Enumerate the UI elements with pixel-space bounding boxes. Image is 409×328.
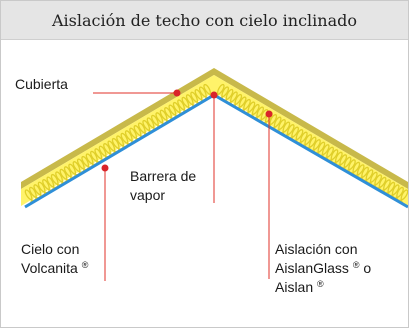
diagram-title: Aislación de techo con cielo inclinado (51, 10, 358, 30)
marker-aislacion (265, 110, 273, 118)
label-barrera-line1: Barrera de (130, 168, 196, 184)
label-cielo-line1: Cielo con (21, 241, 79, 257)
marker-barrera (210, 91, 218, 99)
marker-cubierta (173, 89, 181, 97)
label-aislacion-line3: Aislan (275, 279, 313, 295)
label-aislacion-line2-mark: ® (353, 260, 360, 270)
insulation-coil-right (214, 83, 408, 204)
label-aislacion-line2-tail: o (363, 260, 371, 276)
roof-cross-section: Cubierta Barrera de vapor Cielo con Volc… (15, 68, 408, 295)
marker-cielo (101, 164, 109, 172)
label-aislacion-line2: AislanGlass (275, 260, 349, 276)
label-aislacion: Aislación con AislanGlass ® o Aislan ® (275, 241, 375, 295)
label-cielo-line2: Volcanita (21, 260, 78, 276)
label-aislacion-line1: Aislación con (275, 241, 358, 257)
label-aislacion-line3-mark: ® (317, 279, 324, 289)
label-cubierta: Cubierta (15, 76, 68, 92)
label-cielo-con-volcanita: Cielo con Volcanita ® (21, 241, 89, 276)
label-barrera-line2: vapor (130, 187, 165, 203)
label-cielo-line2-mark: ® (82, 260, 89, 270)
label-barrera-de-vapor: Barrera de vapor (130, 168, 200, 203)
title-bar: Aislación de techo con cielo inclinado (1, 1, 408, 40)
